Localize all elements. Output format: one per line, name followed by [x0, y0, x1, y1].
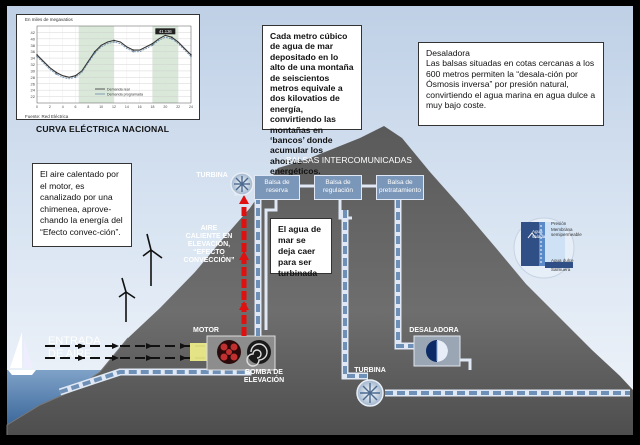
chart-x-tick-label: 16: [138, 105, 142, 109]
pump-icon: [246, 340, 271, 367]
chart-x-tick-label: 22: [176, 105, 180, 109]
pretreatment-basin: Balsa de pretratamiento: [376, 175, 424, 200]
chart-point: [36, 55, 38, 58]
motor-icon: [217, 340, 241, 364]
interconnected-basins-label: BALSAS INTERCOMUNICADAS: [285, 155, 413, 165]
osmosis-membrane-label: Membrana semipermeable: [551, 227, 582, 237]
chart-point: [132, 49, 135, 51]
chart-point: [55, 71, 58, 74]
chart-x-tick-label: 14: [125, 105, 129, 109]
chart-unit-label: En miles de megavatios: [25, 17, 73, 22]
desalination-note: Desaladora Las balsas situadas en cotas …: [418, 42, 604, 126]
chart-point: [170, 36, 173, 39]
basin-energy-note: Cada metro cúbico de agua de mar deposit…: [262, 25, 362, 176]
chart-legend-label: Demanda real: [107, 87, 130, 91]
chart-x-tick-label: 6: [75, 105, 77, 109]
osmosis-saltwater-label: Agua salada: [532, 229, 546, 239]
chart-point: [55, 73, 58, 75]
turbine-icon-bottom: [356, 379, 384, 407]
osmosis-pressure-label: Presión: [551, 221, 567, 226]
water-drop-note: El agua de mar se deja caer para ser tur…: [270, 218, 332, 278]
chart-source: Fuente: Red Eléctrica: [25, 114, 69, 119]
hot-air-chimney: [239, 195, 249, 336]
hot-air-rising-label: AIRE CALIENTE EN ELEVACIÓN, “EFECTO CONV…: [183, 225, 235, 264]
chart-x-tick-label: 20: [163, 105, 167, 109]
reserve-basin: Balsa de reserva: [254, 175, 300, 200]
desalination-icon: [426, 340, 448, 362]
desalination-label: DESALADORA: [409, 327, 459, 334]
chart-point: [74, 76, 77, 79]
chart-point: [93, 52, 96, 55]
chart-y-tick-label: 32: [31, 62, 36, 67]
pump-label: BOMBA DE ELEVACIÓN: [243, 369, 285, 384]
top-turbine-label: TURBINA: [196, 172, 228, 179]
chart-y-tick-label: 34: [31, 56, 36, 61]
chart-y-tick-label: 42: [31, 30, 36, 35]
sailboat-icon: [8, 332, 36, 375]
chart-point: [170, 38, 173, 40]
chart-y-tick-label: 38: [31, 43, 36, 48]
turbine-icon-top: [230, 172, 254, 196]
desalination-note-title: Desaladora: [426, 48, 470, 58]
chart-point: [151, 44, 154, 47]
chart-peak-badge: [155, 28, 176, 35]
chart-x-tick-label: 10: [99, 105, 103, 109]
air-intake-arrows: [45, 345, 205, 359]
chart-x-tick-label: 12: [112, 105, 116, 109]
chart-y-tick-label: 40: [31, 36, 36, 41]
chart-x-tick-label: 18: [151, 105, 155, 109]
chart-y-tick-label: 28: [31, 75, 36, 80]
chart-x-tick-label: 0: [36, 105, 38, 109]
chart-point: [36, 54, 38, 56]
wind-turbine-icon: [118, 233, 163, 322]
chart-point: [74, 74, 77, 77]
outflow-pipe: [385, 358, 630, 397]
chart-title: CURVA ELÉCTRICA NACIONAL: [36, 124, 170, 134]
regulation-pipe: [338, 200, 368, 380]
mountain: [7, 126, 633, 435]
descent-pipe: [264, 200, 278, 330]
osmosis-diagram: [513, 217, 575, 279]
desalination-note-body: Las balsas situadas en cotas cercanas a …: [426, 58, 596, 111]
pretreatment-pipe: [394, 200, 414, 350]
chart-x-tick-label: 24: [189, 105, 193, 109]
osmosis-brine-label: Salmuera: [551, 267, 571, 272]
hot-air-note: El aire calentado por el motor, es canal…: [32, 163, 132, 247]
chart-y-tick-label: 24: [31, 88, 36, 93]
regulation-basin: Balsa de regulación: [314, 175, 362, 200]
motor-label: MOTOR: [193, 327, 219, 334]
chart-y-tick-label: 36: [31, 49, 36, 54]
chart-point: [151, 42, 154, 45]
bottom-turbine-label: TURBINA: [354, 367, 386, 374]
air-intake-label: ENTRADA DE AIRE: [48, 335, 100, 360]
chart-point: [132, 50, 135, 53]
chart-x-tick-label: 8: [87, 105, 89, 109]
chart-x-tick-label: 2: [49, 105, 51, 109]
chart-point: [93, 50, 96, 53]
chart-point: [113, 41, 115, 43]
chart-point: [113, 39, 115, 42]
chart-peak-label: 41.136: [159, 29, 172, 34]
chart-y-tick-label: 22: [31, 94, 36, 99]
chart-point: [190, 54, 192, 56]
chart-legend-label: Demanda programada: [107, 92, 143, 96]
chart-point: [190, 55, 192, 58]
chart-y-tick-label: 26: [31, 81, 36, 86]
chart-frame: [36, 25, 192, 104]
chart-x-tick-label: 4: [62, 105, 64, 109]
chart-y-tick-label: 30: [31, 68, 36, 73]
osmosis-freshwater-label: Agua dulce: [551, 258, 574, 263]
